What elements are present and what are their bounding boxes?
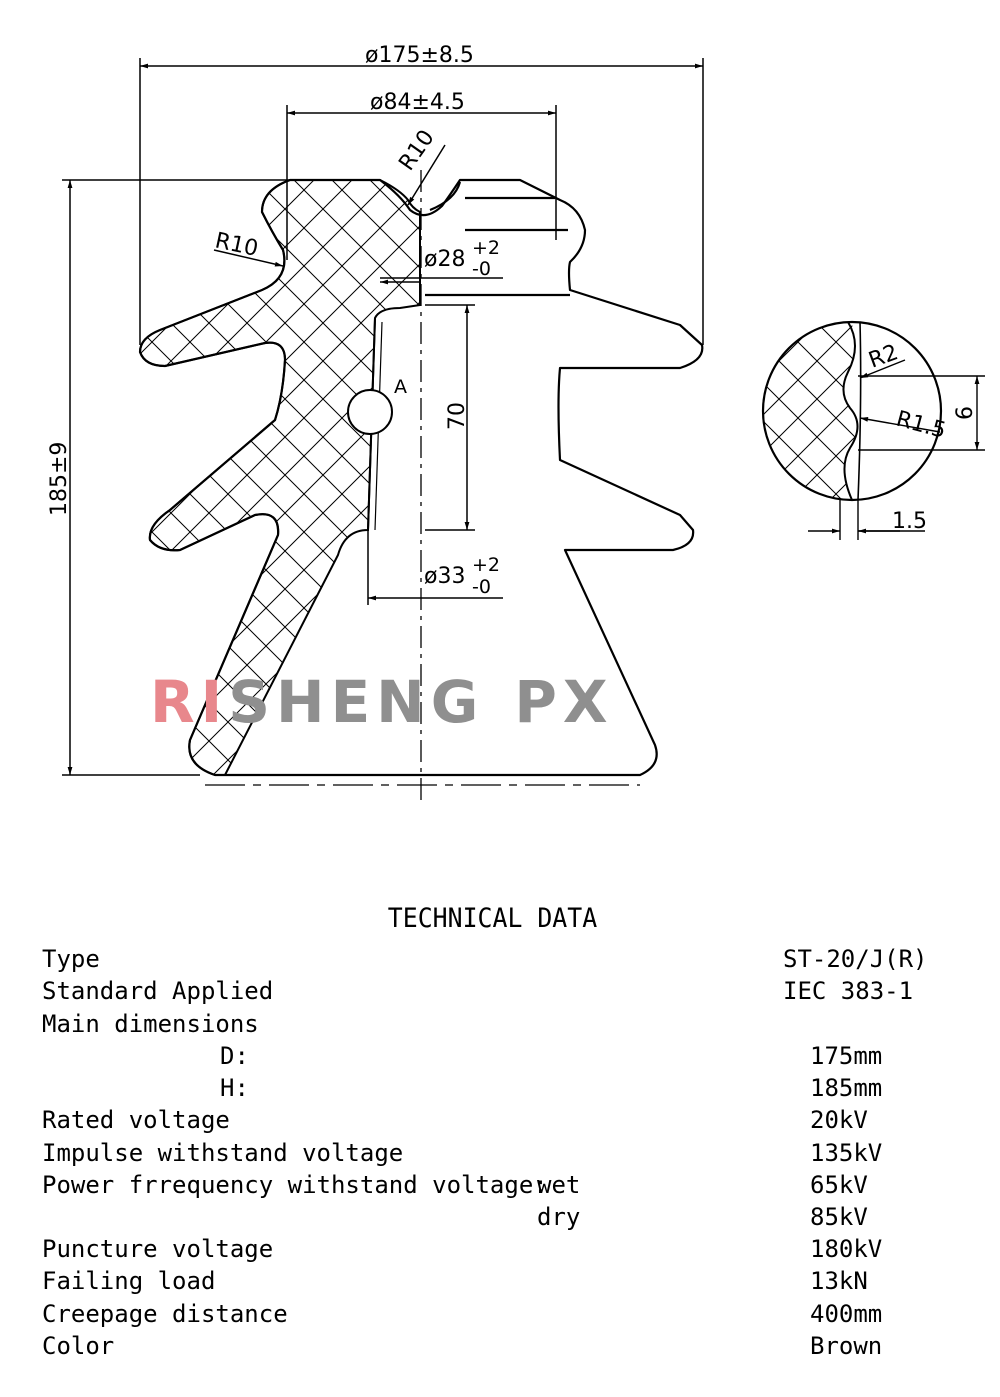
row-label: H:: [220, 1074, 249, 1102]
row-value: 20kV: [810, 1106, 868, 1134]
row-rated-voltage: Rated voltage 20kV: [0, 1104, 1000, 1136]
row-main-dimensions: Main dimensions: [0, 1008, 1000, 1040]
row-impulse: Impulse withstand voltage 135kV: [0, 1137, 1000, 1169]
technical-data-title: TECHNICAL DATA: [387, 903, 598, 934]
row-value: Brown: [810, 1332, 883, 1360]
dim-thread-top-minus: -0: [472, 258, 491, 280]
row-label: Impulse withstand voltage: [42, 1139, 404, 1167]
watermark: RISHENG PX: [150, 668, 614, 736]
dim-thread-top-base: ø28: [424, 247, 465, 272]
dim-height: 185±9: [47, 442, 72, 516]
dim-radius-left: R10: [213, 228, 261, 261]
row-failing-load: Failing load 13kN: [0, 1265, 1000, 1297]
row-value: ST-20/J(R): [783, 945, 928, 973]
detail-r2: R2: [866, 340, 902, 374]
dim-bottom-minus: -0: [472, 576, 491, 598]
watermark-sheng: SHENG: [228, 668, 484, 736]
row-label: Type: [42, 945, 100, 973]
row-creepage: Creepage distance 400mm: [0, 1298, 1000, 1330]
dim-radius-top: R10: [394, 126, 439, 176]
row-value: 65kV: [810, 1171, 868, 1199]
row-qualifier: wet: [537, 1171, 581, 1199]
row-label: Power frrequency withstand voltage:: [42, 1171, 548, 1199]
detail-6: 6: [953, 406, 978, 420]
watermark-ri: RI: [150, 668, 228, 736]
row-value: IEC 383-1: [783, 977, 914, 1005]
watermark-px: PX: [514, 668, 613, 736]
row-puncture: Puncture voltage 180kV: [0, 1233, 1000, 1265]
row-value: 400mm: [810, 1300, 883, 1328]
dim-thread-depth: 70: [445, 402, 470, 430]
row-qualifier: dry: [537, 1203, 581, 1231]
row-label: Rated voltage: [42, 1106, 230, 1134]
dim-thread-top-plus: +2: [472, 237, 500, 259]
detail-a-marker-circle: [347, 389, 393, 435]
row-standard: Standard Applied IEC 383-1: [0, 975, 1000, 1007]
dim-bottom-base: ø33: [424, 564, 465, 589]
row-value: 175mm: [810, 1042, 883, 1070]
row-power-wet: Power frrequency withstand voltage: wet …: [0, 1169, 1000, 1201]
row-label: Creepage distance: [42, 1300, 288, 1328]
row-value: 185mm: [810, 1074, 883, 1102]
row-dim-h: H: 185mm: [0, 1072, 1000, 1104]
row-power-dry: dry 85kV: [0, 1201, 1000, 1233]
row-label: Standard Applied: [42, 977, 274, 1005]
row-label: Main dimensions: [42, 1010, 259, 1038]
row-value: 13kN: [810, 1267, 868, 1295]
dim-top-diameter: ø84±4.5: [370, 90, 465, 115]
row-label: Failing load: [42, 1267, 216, 1295]
row-value: 85kV: [810, 1203, 868, 1231]
row-dim-d: D: 175mm: [0, 1040, 1000, 1072]
row-type: Type ST-20/J(R): [0, 943, 1000, 975]
row-value: 135kV: [810, 1139, 883, 1167]
dim-bottom-plus: +2: [472, 554, 500, 576]
insulator-drawing: A ø175±8.5 ø84±4.5 185±9 R10 R10 ø28 +2 …: [47, 43, 985, 800]
detail-a-label: A: [394, 376, 407, 398]
row-label: D:: [220, 1042, 249, 1070]
detail-view: R2 R1.5 6 1.5: [761, 320, 985, 540]
row-label: Puncture voltage: [42, 1235, 274, 1263]
detail-15: 1.5: [892, 509, 927, 534]
row-label: Color: [42, 1332, 115, 1360]
row-value: 180kV: [810, 1235, 883, 1263]
row-color: Color Brown: [0, 1330, 1000, 1362]
dimensions: [62, 58, 704, 776]
dim-overall-diameter: ø175±8.5: [365, 43, 474, 68]
